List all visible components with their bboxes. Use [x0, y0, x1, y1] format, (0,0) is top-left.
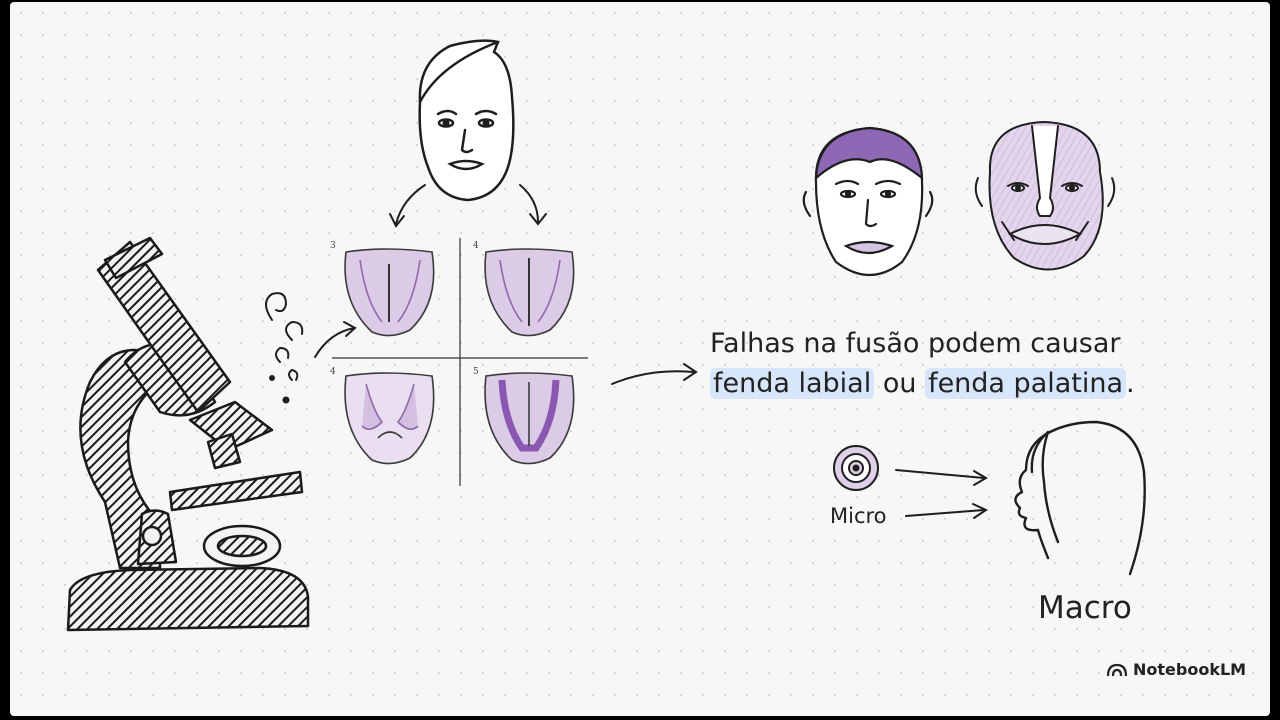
brand: NotebookLM	[1107, 660, 1246, 679]
brand-name: NotebookLM	[1133, 660, 1247, 679]
embryonic-face-icon	[974, 120, 1116, 271]
highlight-cleft-palate: fenda palatina	[925, 368, 1127, 399]
caption-connector: ou	[882, 368, 917, 399]
microscope-icon	[66, 236, 310, 632]
micro-target-icon	[833, 445, 879, 491]
notebooklm-logo-icon	[1107, 663, 1127, 676]
caption-line-1: Falhas na fusão podem causar	[710, 328, 1121, 359]
highlight-cleft-lip: fenda labial	[710, 368, 875, 399]
arrow-icon	[314, 321, 357, 358]
caption: Falhas na fusão podem causar fenda labia…	[710, 324, 1135, 404]
micro-label: Micro	[830, 504, 887, 528]
face-icon	[418, 39, 515, 202]
palate-stage-icon	[484, 372, 575, 465]
normal-face-icon	[802, 126, 934, 276]
stage-number: 3	[330, 241, 336, 251]
caption-period: .	[1126, 368, 1135, 399]
stage-number: 5	[473, 367, 479, 377]
fusion-stages-grid: 3 4 4 5	[330, 238, 588, 486]
macro-label: Macro	[1038, 590, 1132, 626]
stage-number: 4	[473, 241, 479, 251]
slide: 3 4 4 5	[10, 2, 1270, 716]
swirl-icon	[265, 292, 304, 404]
arrow-icon	[895, 469, 989, 519]
palate-stage-icon	[344, 372, 435, 465]
stage-number: 4	[330, 367, 336, 377]
illustration-canvas: 3 4 4 5	[66, 39, 1146, 632]
arrow-icon	[611, 363, 698, 385]
palate-stage-icon	[484, 248, 575, 337]
head-profile-icon	[1014, 420, 1146, 576]
palate-stage-icon	[344, 248, 435, 337]
arrow-icon	[389, 184, 547, 228]
caption-line-2: fenda labial ou fenda palatina.	[710, 364, 1135, 404]
